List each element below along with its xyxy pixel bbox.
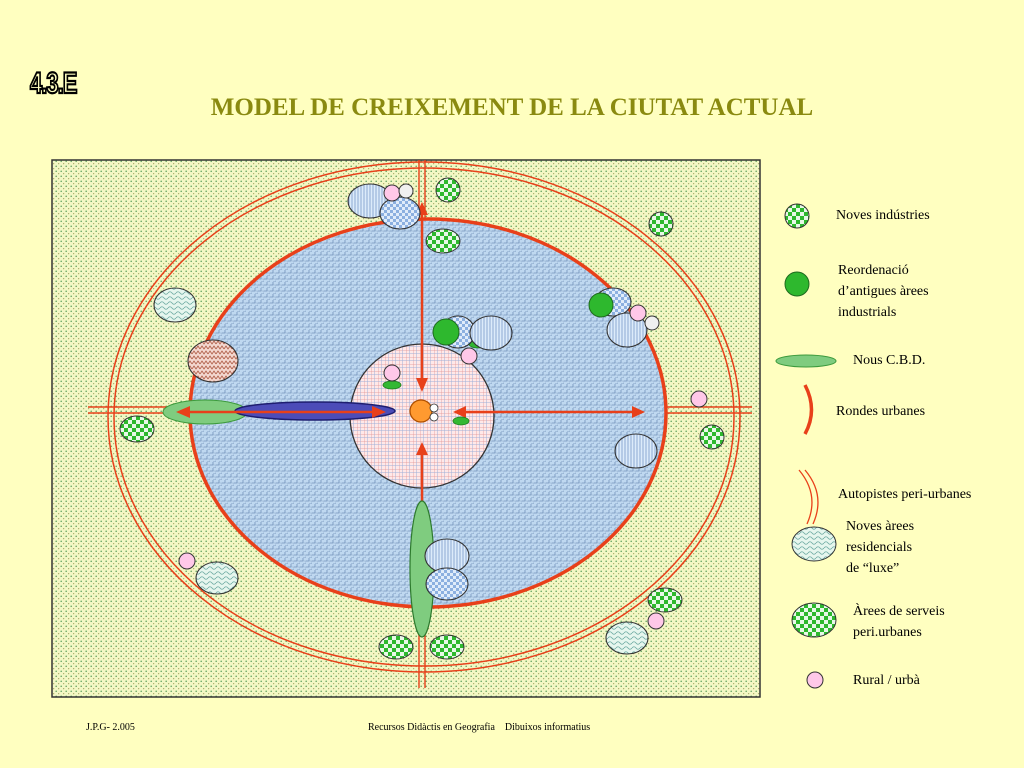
legend-services-line-2: peri.urbanes [853, 625, 922, 640]
legend-reorganized-industrial-icon [784, 271, 810, 297]
legend-ring-road-icon [803, 384, 814, 435]
cbd-small-2 [429, 412, 439, 422]
outer-motorway-ring [107, 161, 741, 673]
legend-new-industries-icon [784, 203, 810, 229]
legend-services-icon [791, 602, 837, 638]
legend-luxury-residential-icon [791, 526, 837, 562]
legend-ring-roads-label: Rondes urbanes [836, 404, 926, 419]
legend-services-line-1: Àrees de serveis [853, 604, 945, 619]
footer-author: J.P.G- 2.005 [86, 722, 135, 733]
legend-new-cbd-label: Nous C.B.D. [853, 353, 926, 368]
rural-urban-sites [178, 183, 708, 630]
legend-residential-line-2: residencials [846, 540, 913, 555]
legend-residential-line-3: de “luxe” [846, 561, 900, 576]
legend-services-label: Àrees de serveis peri.urbanes [853, 601, 945, 643]
diagram-title: MODEL DE CREIXEMENT DE LA CIUTAT ACTUAL [210, 94, 814, 121]
new-industries-sites [119, 177, 725, 660]
legend-reorg-line-3: industrials [838, 305, 897, 320]
west-corridor-arrow [176, 406, 386, 418]
cbd-center [409, 399, 433, 423]
legend-rural-urban-label: Rural / urbà [853, 673, 920, 688]
reorganized-industrial-areas [432, 292, 614, 346]
cbd-small-1 [429, 403, 439, 413]
new-cbd-small [452, 416, 470, 426]
legend-reorganized-industrial-label: Reordenació d’antigues àrees industrials [838, 260, 929, 323]
legend-rural-urban-icon [806, 671, 824, 689]
new-cbd-small [382, 380, 402, 390]
legend-luxury-residential-label: Noves àrees residencials de “luxe” [846, 516, 914, 579]
legend-reorg-line-2: d’antigues àrees [838, 284, 929, 299]
legend-new-industries-label: Noves indústries [836, 208, 930, 223]
legend-motorways-label: Autopistes peri-urbanes [838, 487, 972, 502]
outer-motorway-ring-inner [113, 167, 735, 667]
legend-residential-line-1: Noves àrees [846, 519, 915, 534]
legend-reorg-line-1: Reordenació [838, 263, 909, 278]
footer-source: Recursos Didàctis en Geografia Dibuixos … [368, 722, 591, 733]
legend-new-cbd-icon [775, 354, 837, 368]
legend-motorway-icon [798, 469, 819, 525]
slide-number-stamp: 4.3.E [29, 65, 78, 101]
new-cbd-south [409, 500, 435, 638]
